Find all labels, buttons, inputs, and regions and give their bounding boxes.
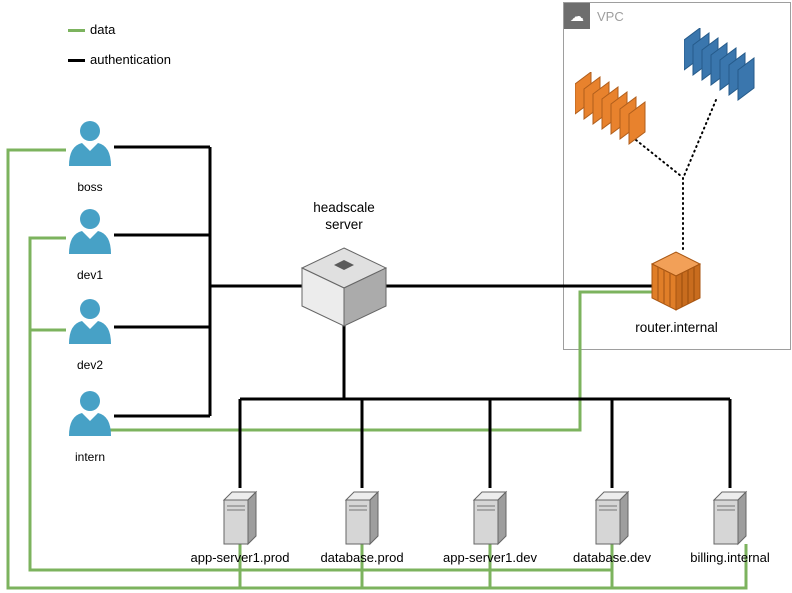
headscale-label-line1: headscale <box>313 200 375 215</box>
data-line-swatch <box>68 28 85 32</box>
server-label: app-server1.dev <box>443 550 537 565</box>
user-node-dev1: dev1 <box>66 208 114 286</box>
user-label: boss <box>77 180 103 194</box>
server-node-app-server1-prod: app-server1.prod <box>191 488 290 565</box>
user-icon <box>69 391 111 436</box>
headscale-server-label: headscale server <box>274 199 414 233</box>
server-label: billing.internal <box>690 550 770 565</box>
vpc-chip: ☁ <box>564 3 590 29</box>
cloud-icon: ☁ <box>570 8 584 24</box>
headscale-label-line2: server <box>325 217 363 232</box>
auth-line-swatch <box>68 58 85 62</box>
instance-stack-orange-icon <box>575 72 646 145</box>
headscale-cube-icon <box>300 247 388 327</box>
user-node-boss: boss <box>66 120 114 198</box>
user-icon <box>69 299 111 344</box>
user-label: dev2 <box>76 358 104 372</box>
instance-stack-blue-icon <box>684 28 755 101</box>
user-icon <box>69 209 111 254</box>
server-label: database.dev <box>572 550 652 565</box>
legend-item-authentication: authentication <box>68 52 171 68</box>
user-label: dev1 <box>76 268 104 282</box>
legend-auth-label: authentication <box>90 52 171 67</box>
legend-item-data: data <box>68 22 115 38</box>
tower-server-icon <box>222 490 258 546</box>
server-node-billing-internal: billing.internal <box>690 488 770 565</box>
data-lines <box>6 148 748 590</box>
server-node-database-dev: database.dev <box>573 488 651 565</box>
auth-lines <box>114 145 732 488</box>
server-node-app-server1-dev: app-server1.dev <box>443 488 537 565</box>
legend-data-label: data <box>90 22 116 37</box>
user-icon <box>69 121 111 166</box>
tower-server-icon <box>712 490 748 546</box>
tower-server-icon <box>472 490 508 546</box>
server-label: database.prod <box>320 550 404 565</box>
server-label: app-server1.prod <box>190 550 290 565</box>
user-label: intern <box>74 450 106 464</box>
server-node-database-prod: database.prod <box>320 488 404 565</box>
vpc-container: ☁ VPC <box>563 2 791 350</box>
dotted-lines <box>635 99 717 251</box>
tower-server-icon <box>594 490 630 546</box>
vpc-label: VPC <box>597 9 624 24</box>
tower-server-icon <box>344 490 380 546</box>
user-node-intern: intern <box>66 390 114 468</box>
router-label: router.internal <box>635 320 718 335</box>
router-icon <box>650 251 702 311</box>
user-node-dev2: dev2 <box>66 298 114 376</box>
